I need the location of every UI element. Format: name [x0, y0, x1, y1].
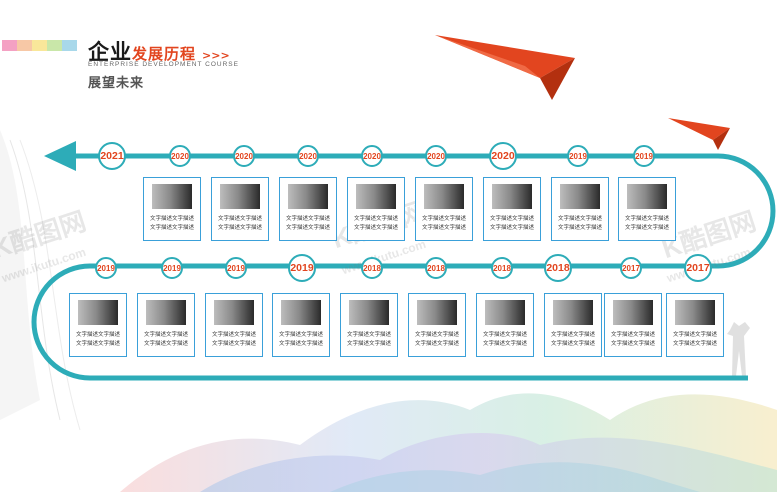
color-swatches — [2, 40, 77, 51]
milestone-card: 文字描述文字描述 文字描述文字描述 — [544, 293, 602, 357]
subtitle-english: ENTERPRISE DEVELOPMENT COURSE — [88, 61, 239, 68]
swatch — [2, 40, 17, 51]
photo-placeholder — [78, 300, 118, 325]
milestone-card: 文字描述文字描述 文字描述文字描述 — [483, 177, 541, 241]
year-badge: 2020 — [233, 145, 255, 167]
milestone-description: 文字描述文字描述 文字描述文字描述 — [143, 332, 188, 347]
milestone-description: 文字描述文字描述 文字描述文字描述 — [75, 332, 120, 347]
milestone-description: 文字描述文字描述 文字描述文字描述 — [346, 332, 391, 347]
swatch — [32, 40, 47, 51]
milestone-description: 文字描述文字描述 文字描述文字描述 — [672, 332, 717, 347]
year-badge: 2017 — [684, 254, 712, 282]
milestone-description: 文字描述文字描述 文字描述文字描述 — [278, 332, 323, 347]
photo-placeholder — [146, 300, 186, 325]
milestone-description: 文字描述文字描述 文字描述文字描述 — [550, 332, 595, 347]
year-badge: 2020 — [297, 145, 319, 167]
year-badge: 2019 — [288, 254, 316, 282]
milestone-description: 文字描述文字描述 文字描述文字描述 — [149, 216, 194, 231]
photo-placeholder — [356, 184, 396, 209]
milestone-card: 文字描述文字描述 文字描述文字描述 — [551, 177, 609, 241]
milestone-card: 文字描述文字描述 文字描述文字描述 — [604, 293, 662, 357]
photo-placeholder — [560, 184, 600, 209]
year-badge: 2018 — [544, 254, 572, 282]
milestone-description: 文字描述文字描述 文字描述文字描述 — [482, 332, 527, 347]
page-title: 企业发展历程 >>> — [88, 36, 230, 66]
photo-placeholder — [281, 300, 321, 325]
title-main: 企业 — [88, 40, 132, 64]
timeline-arrow-head — [44, 141, 76, 171]
milestone-card: 文字描述文字描述 文字描述文字描述 — [340, 293, 398, 357]
milestone-description: 文字描述文字描述 文字描述文字描述 — [421, 216, 466, 231]
milestone-description: 文字描述文字描述 文字描述文字描述 — [624, 216, 669, 231]
milestone-card: 文字描述文字描述 文字描述文字描述 — [205, 293, 263, 357]
milestone-card: 文字描述文字描述 文字描述文字描述 — [143, 177, 201, 241]
milestone-description: 文字描述文字描述 文字描述文字描述 — [353, 216, 398, 231]
photo-placeholder — [214, 300, 254, 325]
milestone-description: 文字描述文字描述 文字描述文字描述 — [489, 216, 534, 231]
year-badge: 2019 — [633, 145, 655, 167]
year-badge: 2020 — [169, 145, 191, 167]
milestone-description: 文字描述文字描述 文字描述文字描述 — [211, 332, 256, 347]
milestone-card: 文字描述文字描述 文字描述文字描述 — [272, 293, 330, 357]
photo-placeholder — [492, 184, 532, 209]
year-badge: 2018 — [361, 257, 383, 279]
milestone-card: 文字描述文字描述 文字描述文字描述 — [666, 293, 724, 357]
photo-placeholder — [553, 300, 593, 325]
year-badge: 2019 — [95, 257, 117, 279]
milestone-card: 文字描述文字描述 文字描述文字描述 — [618, 177, 676, 241]
year-badge: 2018 — [425, 257, 447, 279]
year-badge: 2019 — [567, 145, 589, 167]
photo-placeholder — [627, 184, 667, 209]
milestone-card: 文字描述文字描述 文字描述文字描述 — [279, 177, 337, 241]
year-badge: 2019 — [225, 257, 247, 279]
photo-placeholder — [220, 184, 260, 209]
year-badge: 2020 — [489, 142, 517, 170]
photo-placeholder — [152, 184, 192, 209]
milestone-card: 文字描述文字描述 文字描述文字描述 — [415, 177, 473, 241]
title-accent: 发展历程 — [132, 45, 197, 63]
paper-plane-large — [435, 35, 575, 78]
photo-placeholder — [485, 300, 525, 325]
milestone-description: 文字描述文字描述 文字描述文字描述 — [557, 216, 602, 231]
swatch — [62, 40, 77, 51]
photo-placeholder — [349, 300, 389, 325]
milestone-card: 文字描述文字描述 文字描述文字描述 — [347, 177, 405, 241]
swatch — [17, 40, 32, 51]
year-badge: 2020 — [425, 145, 447, 167]
photo-placeholder — [288, 184, 328, 209]
milestone-card: 文字描述文字描述 文字描述文字描述 — [211, 177, 269, 241]
year-badge: 2020 — [361, 145, 383, 167]
subtitle-chinese: 展望未来 — [88, 76, 145, 91]
milestone-card: 文字描述文字描述 文字描述文字描述 — [69, 293, 127, 357]
photo-placeholder — [675, 300, 715, 325]
year-badge: 2018 — [491, 257, 513, 279]
paper-plane-small — [668, 118, 730, 140]
milestone-card: 文字描述文字描述 文字描述文字描述 — [476, 293, 534, 357]
milestone-description: 文字描述文字描述 文字描述文字描述 — [414, 332, 459, 347]
milestone-description: 文字描述文字描述 文字描述文字描述 — [285, 216, 330, 231]
milestone-description: 文字描述文字描述 文字描述文字描述 — [610, 332, 655, 347]
photo-placeholder — [424, 184, 464, 209]
photo-placeholder — [613, 300, 653, 325]
swatch — [47, 40, 62, 51]
milestone-card: 文字描述文字描述 文字描述文字描述 — [408, 293, 466, 357]
year-badge: 2021 — [98, 142, 126, 170]
title-arrows: >>> — [202, 49, 230, 62]
year-badge: 2019 — [161, 257, 183, 279]
year-badge: 2017 — [620, 257, 642, 279]
milestone-description: 文字描述文字描述 文字描述文字描述 — [217, 216, 262, 231]
milestone-card: 文字描述文字描述 文字描述文字描述 — [137, 293, 195, 357]
photo-placeholder — [417, 300, 457, 325]
